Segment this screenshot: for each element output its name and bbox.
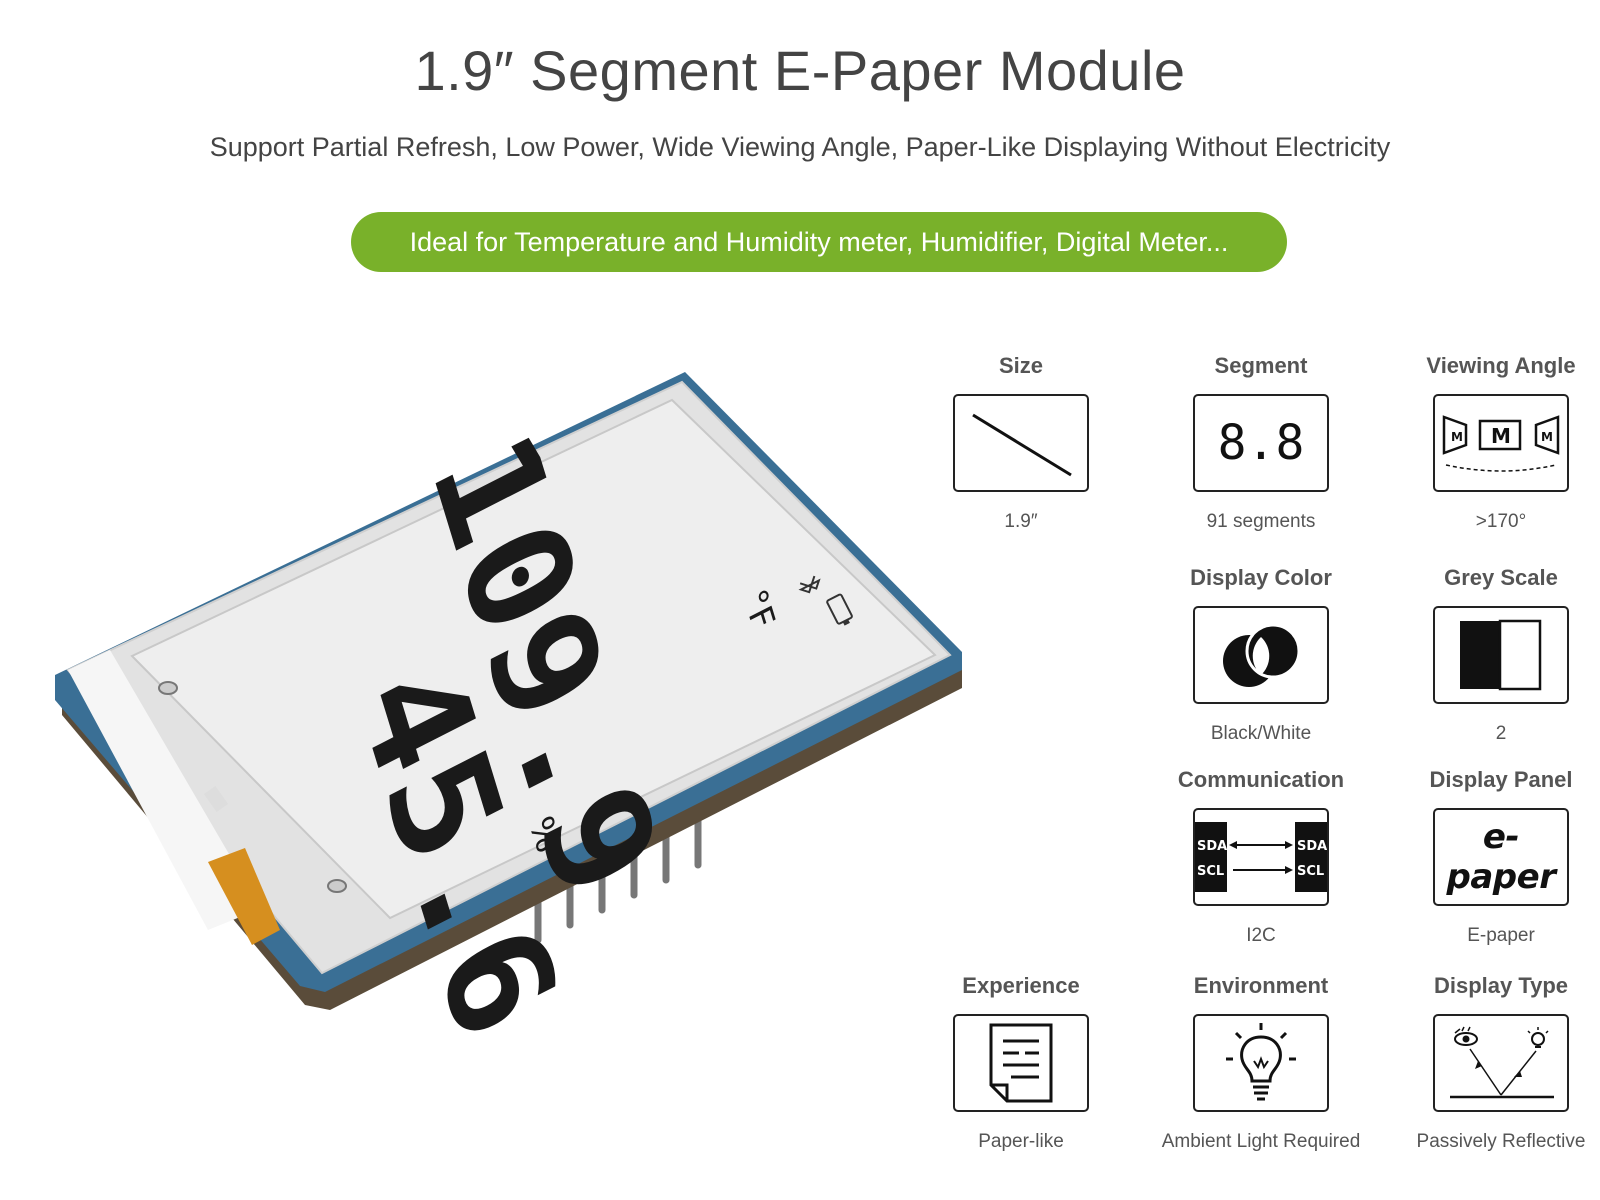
bluetooth-icon [798,575,821,594]
spec-viewing-angle-value: >170° [1475,511,1527,532]
flex-cable [208,848,280,945]
spec-experience-label: Experience [962,973,1080,998]
reflection-icon [1433,1014,1569,1112]
seven-segment-icon: 8.8 [1193,394,1329,492]
spec-display-color-label: Display Color [1190,565,1332,590]
spec-environment-value: Ambient Light Required [1161,1131,1361,1152]
mounting-hole-top [158,681,178,695]
spec-communication-label: Communication [1177,767,1345,792]
spec-environment: Environment Ambient Light Required [1141,972,1381,1154]
spec-display-color-value: Black/White [1210,723,1312,744]
spec-environment-label: Environment [1193,973,1329,998]
mounting-hole-bottom [327,879,347,893]
spec-display-panel-value: E-paper [1467,925,1535,946]
i2c-scl-right: SCL [1297,864,1324,879]
i2c-icon: SDA SCL SDA SCL [1193,808,1329,906]
spec-display-panel-label: Display Panel [1429,767,1573,792]
i2c-sda-right: SDA [1297,839,1327,854]
spec-size-label: Size [998,353,1044,378]
spec-experience-value: Paper-like [978,1131,1064,1152]
epaper-logo-text: e-paper [1446,817,1556,897]
viewing-angle-icon: M M M [1433,394,1569,492]
spec-display-type: Display Type Passively Reflective [1381,972,1600,1154]
lightbulb-icon [1193,1014,1329,1112]
black-white-circles-icon [1193,606,1329,704]
display-edge-strip [68,650,250,930]
viewing-angle-m-center: M [1491,424,1511,448]
spec-segment-value: 91 segments [1206,511,1316,532]
spec-display-type-label: Display Type [1433,973,1569,998]
page-title: 1.9″ Segment E-Paper Module [414,39,1186,102]
product-image: 109.9 °F 45.6 % [40,370,1000,1065]
diagonal-line-icon [953,394,1089,492]
spec-communication-value: I2C [1246,925,1276,946]
epaper-logo-icon: e-paper [1433,808,1569,906]
spec-display-color: Display Color Black/White [1141,564,1381,746]
spec-display-panel: Display Panel e-paper E-paper [1381,766,1600,948]
spec-segment: Segment 8.8 91 segments [1141,352,1381,534]
epaper-module-illustration: 109.9 °F 45.6 % [55,372,962,1065]
spec-display-type-value: Passively Reflective [1416,1131,1586,1152]
spec-size-value: 1.9″ [1004,511,1038,532]
spec-communication: Communication SDA SCL SDA SCL I2C [1141,766,1381,948]
i2c-sda-left: SDA [1197,839,1227,854]
spec-viewing-angle-label: Viewing Angle [1426,353,1576,378]
viewing-angle-m-right: M [1541,430,1553,444]
spec-viewing-angle: Viewing Angle M M M >170° [1381,352,1600,534]
seven-segment-digits: 8.8 [1217,415,1305,471]
grey-scale-icon [1433,606,1569,704]
viewing-angle-m-left: M [1451,430,1463,444]
application-banner: Ideal for Temperature and Humidity meter… [351,212,1287,272]
spec-grey-scale-label: Grey Scale [1444,565,1558,590]
spec-segment-label: Segment [1214,353,1308,378]
display-active-area [130,398,937,920]
application-banner-text: Ideal for Temperature and Humidity meter… [409,226,1229,257]
page-subtitle: Support Partial Refresh, Low Power, Wide… [209,132,1391,162]
i2c-scl-left: SCL [1197,864,1224,879]
spec-grey-scale: Grey Scale 2 [1381,564,1600,746]
spec-size: Size 1.9″ [901,352,1141,534]
battery-icon [826,593,853,626]
spec-experience: Experience Paper-like [901,972,1141,1154]
spec-grey-scale-value: 2 [1495,723,1507,744]
document-icon [953,1014,1089,1112]
